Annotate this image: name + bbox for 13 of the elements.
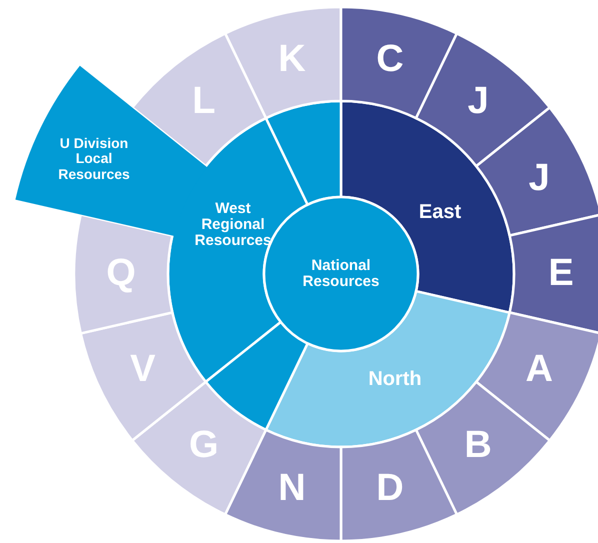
segment-letter: B [464,425,492,467]
segment-label: U Division Local Resources [57,136,131,182]
segment-label: West Regional Resources [194,200,272,250]
segment-letter: J [528,158,550,200]
segment-label: North [368,369,422,391]
segment-letter: N [278,468,306,509]
segment-label: National Resources [302,258,380,290]
segment-letter: D [376,468,404,509]
segment-letter: J [468,81,489,122]
segment-label: East [418,202,462,224]
segment-letter: A [525,348,553,390]
segment-letter: C [376,39,404,80]
segment-letter: E [548,253,574,295]
